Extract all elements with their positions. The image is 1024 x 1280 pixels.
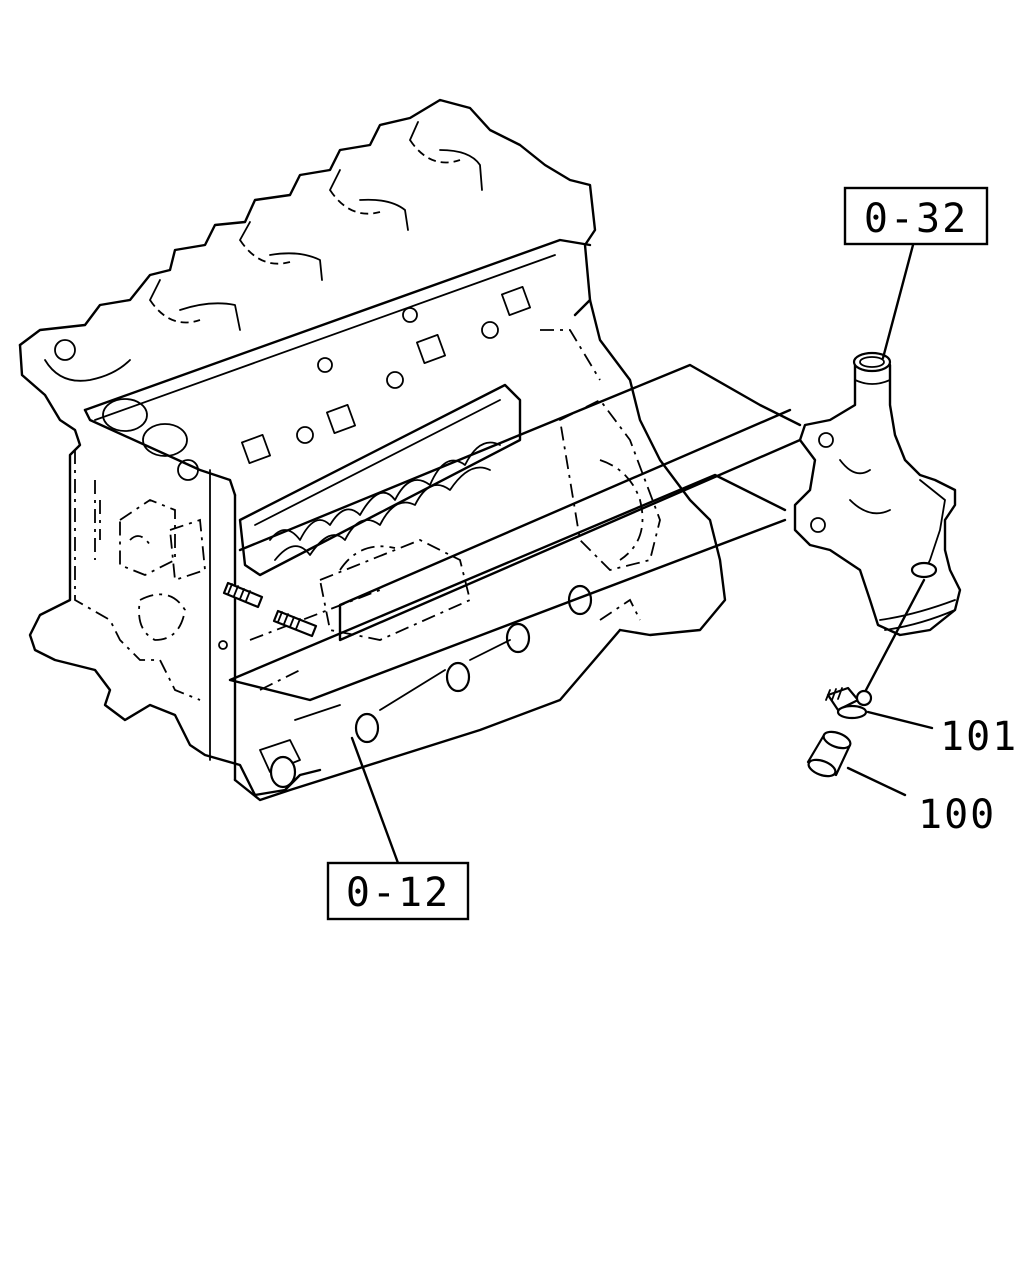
part-number-100: 100 bbox=[918, 792, 996, 838]
part-101-drain-cock bbox=[825, 686, 873, 720]
stud-bolt-upper bbox=[222, 581, 264, 609]
leader-line-101 bbox=[866, 710, 934, 730]
reference-label-top: 0-32 bbox=[864, 196, 968, 242]
part-100-plug bbox=[806, 730, 852, 778]
reference-label-bottom: 0-12 bbox=[346, 870, 450, 916]
stud-bolt-lower bbox=[272, 609, 318, 638]
water-outlet-housing bbox=[793, 351, 962, 637]
part-number-101: 101 bbox=[940, 714, 1018, 760]
engine-block bbox=[18, 98, 727, 802]
reference-box-top: 0-32 bbox=[843, 186, 989, 246]
leader-line-drain bbox=[864, 578, 926, 692]
leader-line-ref-top bbox=[881, 243, 915, 360]
leader-line-ref-bottom bbox=[350, 736, 400, 865]
reference-box-bottom: 0-12 bbox=[326, 861, 470, 921]
assembly-lines bbox=[228, 363, 802, 702]
leader-line-100 bbox=[846, 766, 907, 797]
